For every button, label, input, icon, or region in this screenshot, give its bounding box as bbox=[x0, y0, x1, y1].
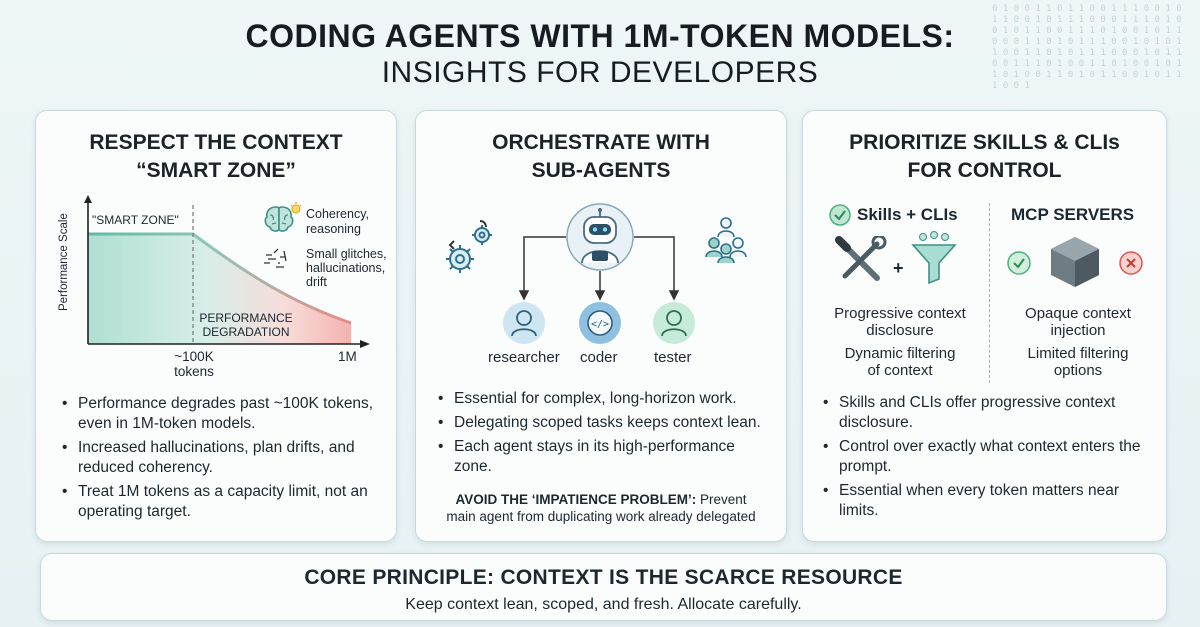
legend-coherency-line-1: Coherency, bbox=[306, 207, 369, 221]
item-line: injection bbox=[1050, 322, 1106, 339]
tick-100k-line-2: tokens bbox=[174, 364, 214, 379]
degradation-line-1: PERFORMANCE bbox=[199, 311, 293, 325]
card-smart-zone-bullets: Performance degrades past ~100K tokens, … bbox=[60, 394, 385, 526]
impatience-warning: AVOID THE ‘IMPATIENCE PROBLEM’: Prevent … bbox=[416, 491, 786, 525]
bullet: Essential for complex, long-horizon work… bbox=[436, 389, 776, 409]
card-smart-zone-heading: RESPECT THE CONTEXT “SMART ZONE” bbox=[36, 129, 396, 185]
heading-line-2: SUB-AGENTS bbox=[531, 159, 671, 182]
warning-rest: Prevent bbox=[696, 492, 747, 507]
card-smart-zone: RESPECT THE CONTEXT “SMART ZONE” bbox=[35, 110, 397, 542]
agent-diagram: </> bbox=[446, 203, 747, 344]
bullet: Skills and CLIs offer progressive contex… bbox=[821, 393, 1157, 433]
check-circle-icon bbox=[829, 204, 851, 226]
tick-100k: ~100K tokens bbox=[164, 349, 224, 379]
tools-icon bbox=[835, 236, 887, 281]
bullet: Delegating scoped tasks keeps context le… bbox=[436, 413, 776, 433]
cross-icon bbox=[1119, 251, 1143, 275]
item-line: Progressive context bbox=[834, 305, 966, 322]
bullet: Each agent stays in its high-performance… bbox=[436, 437, 776, 477]
card-sub-agents-heading: ORCHESTRATE WITH SUB-AGENTS bbox=[416, 129, 786, 185]
heading-line-1: PRIORITIZE SKILLS & CLIs bbox=[849, 131, 1120, 154]
performance-line bbox=[88, 232, 352, 325]
researcher-avatar-icon bbox=[503, 302, 545, 344]
legend-glitches-line-2: hallucinations, bbox=[306, 261, 386, 275]
warning-bold: AVOID THE ‘IMPATIENCE PROBLEM’: bbox=[455, 492, 697, 507]
binary-background-pattern: 0 1 0 0 1 1 0 1 1 0 0 1 1 1 0 0 1 0 1 1 … bbox=[992, 4, 1182, 91]
item-line: Dynamic filtering bbox=[844, 345, 956, 362]
card-skills-clis: PRIORITIZE SKILLS & CLIs FOR CONTROL Ski… bbox=[802, 110, 1167, 542]
item-line: of context bbox=[867, 362, 933, 379]
tester-avatar-icon bbox=[653, 302, 695, 344]
agent-label-tester: tester bbox=[654, 349, 692, 366]
page-title: CODING AGENTS WITH 1M-TOKEN MODELS: bbox=[245, 18, 955, 54]
card-sub-agents: ORCHESTRATE WITH SUB-AGENTS bbox=[415, 110, 787, 542]
filter-funnel-icon bbox=[911, 231, 957, 285]
heading-line-2: FOR CONTROL bbox=[907, 159, 1062, 182]
skills-item-progressive: Progressive context disclosure bbox=[815, 305, 985, 339]
degradation-line-2: DEGRADATION bbox=[202, 325, 290, 339]
bullet: Control over exactly what context enters… bbox=[821, 437, 1157, 477]
performance-chart bbox=[84, 195, 370, 348]
smart-zone-label: "SMART ZONE" bbox=[92, 213, 179, 227]
degradation-label: PERFORMANCE DEGRADATION bbox=[186, 311, 306, 339]
card-sub-agents-bullets: Essential for complex, long-horizon work… bbox=[436, 389, 776, 481]
heading-line-2: “SMART ZONE” bbox=[136, 159, 296, 182]
team-icon bbox=[705, 217, 747, 264]
brain-icon bbox=[264, 202, 302, 232]
mcp-item-limited: Limited filtering options bbox=[993, 345, 1163, 379]
performance-area bbox=[88, 234, 351, 344]
mcp-servers-title: MCP SERVERS bbox=[1011, 205, 1135, 224]
item-line: options bbox=[1053, 362, 1103, 379]
warning-line-2: main agent from duplicating work already… bbox=[446, 509, 756, 524]
item-line: Limited filtering bbox=[1027, 345, 1129, 362]
mcp-item-opaque: Opaque context injection bbox=[993, 305, 1163, 339]
agent-label-researcher: researcher bbox=[488, 349, 560, 366]
bullet: Increased hallucinations, plan drifts, a… bbox=[60, 438, 385, 478]
tick-100k-line-1: ~100K bbox=[174, 349, 214, 364]
svg-text:</>: </> bbox=[591, 319, 609, 330]
legend-coherency-line-2: reasoning bbox=[306, 222, 361, 236]
bullet: Essential when every token matters near … bbox=[821, 481, 1157, 521]
skills-item-filtering: Dynamic filtering of context bbox=[815, 345, 985, 379]
delegation-arrows bbox=[518, 236, 680, 301]
item-line: disclosure bbox=[866, 322, 934, 339]
gears-icon bbox=[446, 220, 492, 273]
core-principle-heading: CORE PRINCIPLE: CONTEXT IS THE SCARCE RE… bbox=[304, 566, 903, 589]
card-skills-clis-heading: PRIORITIZE SKILLS & CLIs FOR CONTROL bbox=[803, 129, 1166, 185]
page-subtitle: INSIGHTS FOR DEVELOPERS bbox=[381, 56, 819, 89]
heading-line-1: RESPECT THE CONTEXT bbox=[89, 131, 343, 154]
bullet: Performance degrades past ~100K tokens, … bbox=[60, 394, 385, 434]
legend-glitches-line-1: Small glitches, bbox=[306, 247, 387, 261]
agent-label-coder: coder bbox=[580, 349, 618, 366]
column-divider bbox=[989, 203, 990, 383]
item-line: Opaque context bbox=[1025, 305, 1131, 322]
bullet: Treat 1M tokens as a capacity limit, not… bbox=[60, 482, 385, 522]
legend-glitches: Small glitches, hallucinations, drift bbox=[306, 247, 387, 289]
skills-clis-title: Skills + CLIs bbox=[857, 205, 958, 224]
main-agent-robot-icon bbox=[566, 203, 634, 271]
plus-symbol: + bbox=[893, 258, 904, 278]
y-axis-label: Performance Scale bbox=[58, 213, 70, 311]
card-skills-clis-bullets: Skills and CLIs offer progressive contex… bbox=[821, 393, 1157, 525]
core-principle-subheading: Keep context lean, scoped, and fresh. Al… bbox=[405, 596, 802, 613]
legend-glitches-line-3: drift bbox=[306, 275, 327, 289]
core-principle-banner: CORE PRINCIPLE: CONTEXT IS THE SCARCE RE… bbox=[40, 553, 1167, 621]
legend-coherency: Coherency, reasoning bbox=[306, 207, 369, 237]
check-icon bbox=[1007, 251, 1031, 275]
glitch-icon bbox=[264, 248, 287, 268]
tick-1m: 1M bbox=[338, 349, 357, 364]
coder-avatar-icon: </> bbox=[579, 302, 621, 344]
opaque-cube-icon bbox=[1051, 237, 1099, 287]
heading-line-1: ORCHESTRATE WITH bbox=[492, 131, 710, 154]
